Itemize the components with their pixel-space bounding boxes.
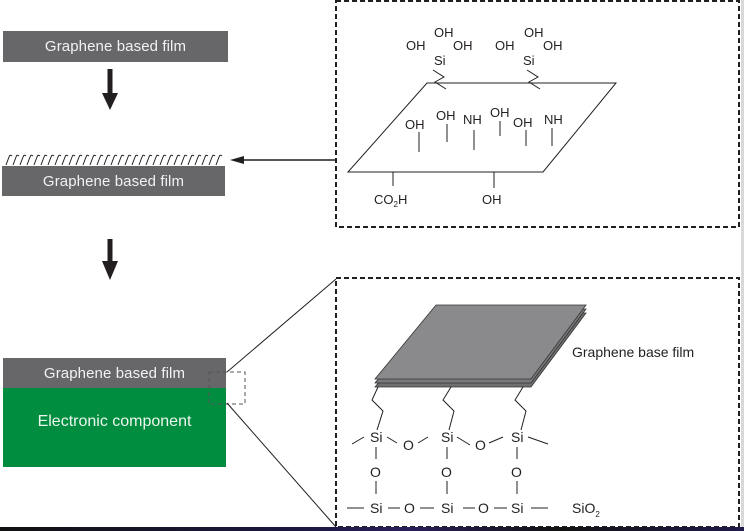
surface-group-2: OH — [436, 108, 456, 123]
o-middle-1: O — [370, 464, 381, 480]
electronic-component-label: Electronic component — [37, 412, 192, 430]
silane-hook — [33, 154, 41, 166]
zoom-region-box — [208, 371, 246, 405]
si-upper-1: Si — [370, 429, 382, 445]
graphene-base-film-label: Graphene base film — [572, 344, 694, 360]
silane-hook — [201, 154, 209, 166]
si-upper-3: Si — [511, 429, 523, 445]
surface-group-5: OH — [513, 115, 533, 130]
o-middle-3: O — [511, 464, 522, 480]
silanol-group-2: OH OH OH Si — [495, 25, 563, 90]
surface-group-4: OH — [490, 105, 510, 120]
graphene-film-step1: Graphene based film — [3, 31, 228, 62]
graphene-film-step2: Graphene based film — [2, 166, 225, 196]
electronic-component-block: Electronic component — [3, 388, 226, 467]
silane-hook — [75, 154, 83, 166]
right-edge-strip — [741, 0, 744, 531]
edge-groups: CO2H OH — [374, 172, 502, 209]
silane-hook — [26, 154, 34, 166]
silane-hook — [54, 154, 62, 166]
silane-hook — [68, 154, 76, 166]
si-lower-3: Si — [511, 500, 523, 516]
surface-group-3: NH — [463, 112, 482, 127]
top-inset-box — [335, 0, 740, 228]
silane-hook — [131, 154, 139, 166]
silane-hook — [124, 154, 132, 166]
down-arrow-icon-2 — [102, 239, 118, 280]
silane-hook — [215, 154, 223, 166]
silane-hook — [19, 154, 27, 166]
bottom-inset-box — [335, 277, 740, 528]
silane-hook — [103, 154, 111, 166]
silanol-2-si: Si — [523, 53, 535, 68]
silane-hook — [47, 154, 55, 166]
siloxane-network: Si O Si O Si O O O Si O Si — [347, 429, 549, 516]
si-lower-1: Si — [370, 500, 382, 516]
edge-group-carboxyl: CO2H — [374, 192, 407, 209]
o-upper-1: O — [403, 437, 414, 453]
silane-hook — [145, 154, 153, 166]
silane-hook — [208, 154, 216, 166]
silane-hook — [12, 154, 20, 166]
silane-hook — [61, 154, 69, 166]
graphene-film-step1-label: Graphene based film — [44, 38, 187, 55]
silanol-group-1: OH OH OH Si — [406, 25, 473, 90]
silane-hook — [166, 154, 174, 166]
silane-hook — [89, 154, 97, 166]
surface-group-1: OH — [405, 117, 425, 132]
sio2-label: SiO2 — [572, 500, 600, 519]
down-arrow-icon-1 — [102, 69, 118, 110]
silane-hook — [159, 154, 167, 166]
silane-hook — [187, 154, 195, 166]
silane-hook — [173, 154, 181, 166]
o-lower-1: O — [404, 500, 415, 516]
silane-hook — [117, 154, 125, 166]
left-arrow-icon — [230, 156, 336, 164]
zoom-line-bottom — [226, 402, 337, 528]
silane-hook — [5, 154, 13, 166]
graphene-film-step3-label: Graphene based film — [43, 364, 186, 382]
silane-hook — [180, 154, 188, 166]
surface-groups: OH OH NH OH OH NH — [405, 105, 563, 152]
silanol-1-si: Si — [434, 53, 446, 68]
silanol-2-left-oh: OH — [495, 38, 515, 53]
edge-group-hydroxyl: OH — [482, 192, 502, 207]
bottom-edge-strip — [0, 527, 744, 531]
graphene-film-step2-label: Graphene based film — [42, 172, 185, 190]
silanol-1-right-oh: OH — [453, 38, 473, 53]
silanol-2-right-oh: OH — [543, 38, 563, 53]
surface-group-6: NH — [544, 112, 563, 127]
zoom-line-top — [226, 278, 337, 373]
silane-chain-hooks — [5, 154, 223, 166]
graphene-plane — [346, 82, 618, 173]
si-lower-2: Si — [441, 500, 453, 516]
silanol-1-left-oh: OH — [406, 38, 426, 53]
alkyl-chains — [371, 386, 527, 431]
silane-hook — [40, 154, 48, 166]
o-upper-2: O — [475, 437, 486, 453]
graphene-film-step3: Graphene based film — [3, 358, 226, 388]
o-lower-2: O — [478, 500, 489, 516]
graphene-sheet-stack — [374, 304, 587, 388]
silane-hook — [194, 154, 202, 166]
silane-hook — [110, 154, 118, 166]
silane-hook — [138, 154, 146, 166]
si-upper-2: Si — [441, 429, 453, 445]
silane-hook — [96, 154, 104, 166]
silanol-2-top-oh: OH — [524, 25, 544, 40]
silane-hook — [82, 154, 90, 166]
silane-hook — [152, 154, 160, 166]
o-middle-2: O — [441, 464, 452, 480]
silanol-1-top-oh: OH — [434, 25, 454, 40]
